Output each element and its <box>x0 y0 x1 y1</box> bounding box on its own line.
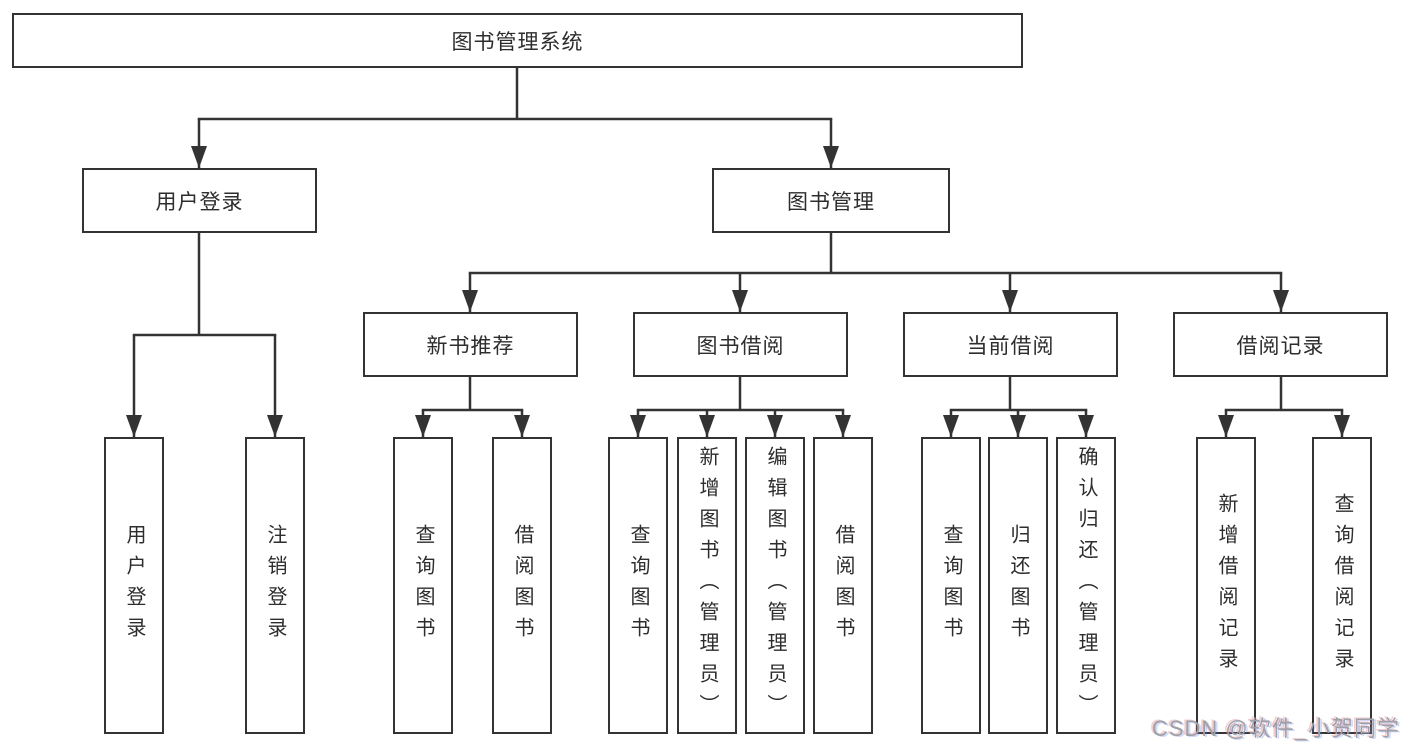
node-new-book-recommendation: 新书推荐 <box>363 312 578 377</box>
node-label: 注销登录 <box>264 523 286 648</box>
leaf-borrowing-add-books-admin: 新增图书（管理员） <box>677 437 737 734</box>
node-label: 借阅记录 <box>1236 334 1325 358</box>
node-library-management-system: 图书管理系统 <box>12 13 1023 68</box>
leaf-borrowing-borrow-books: 借阅图书 <box>813 437 873 734</box>
leaf-borrowing-query-books: 查询图书 <box>608 437 668 734</box>
node-label: 查询图书 <box>940 523 962 648</box>
leaf-borrowing-edit-books-admin: 编辑图书（管理员） <box>745 437 805 734</box>
node-book-management: 图书管理 <box>712 168 950 233</box>
leaf-logout: 注销登录 <box>245 437 305 734</box>
node-borrowing-records: 借阅记录 <box>1173 312 1388 377</box>
node-label: 新增图书（管理员） <box>696 446 718 725</box>
leaf-current-query-books: 查询图书 <box>921 437 981 734</box>
node-label: 借阅图书 <box>511 523 533 648</box>
node-label: 编辑图书（管理员） <box>764 446 786 725</box>
leaf-current-return-books: 归还图书 <box>988 437 1048 734</box>
node-label: 用户登录 <box>155 190 244 214</box>
node-label: 查询图书 <box>627 523 649 648</box>
node-label: 用户登录 <box>123 523 145 648</box>
leaf-user-login: 用户登录 <box>104 437 164 734</box>
leaf-records-query-borrow-record: 查询借阅记录 <box>1312 437 1372 734</box>
leaf-current-confirm-return-admin: 确认归还（管理员） <box>1056 437 1116 734</box>
node-label: 当前借阅 <box>966 334 1055 358</box>
node-label: 查询借阅记录 <box>1331 492 1353 679</box>
node-label: 图书借阅 <box>696 334 785 358</box>
node-label: 归还图书 <box>1007 523 1029 648</box>
node-label: 借阅图书 <box>832 523 854 648</box>
node-label: 图书管理系统 <box>451 30 584 54</box>
leaf-recommend-query-books: 查询图书 <box>393 437 453 734</box>
node-label: 新书推荐 <box>426 334 515 358</box>
node-current-borrowing: 当前借阅 <box>903 312 1118 377</box>
leaf-recommend-borrow-books: 借阅图书 <box>492 437 552 734</box>
node-book-borrowing: 图书借阅 <box>633 312 848 377</box>
node-label: 图书管理 <box>787 190 875 214</box>
leaf-records-add-borrow-record: 新增借阅记录 <box>1196 437 1256 734</box>
node-label: 确认归还（管理员） <box>1075 446 1097 725</box>
node-label: 新增借阅记录 <box>1215 492 1237 679</box>
node-label: 查询图书 <box>412 523 434 648</box>
node-user-login: 用户登录 <box>82 168 317 233</box>
